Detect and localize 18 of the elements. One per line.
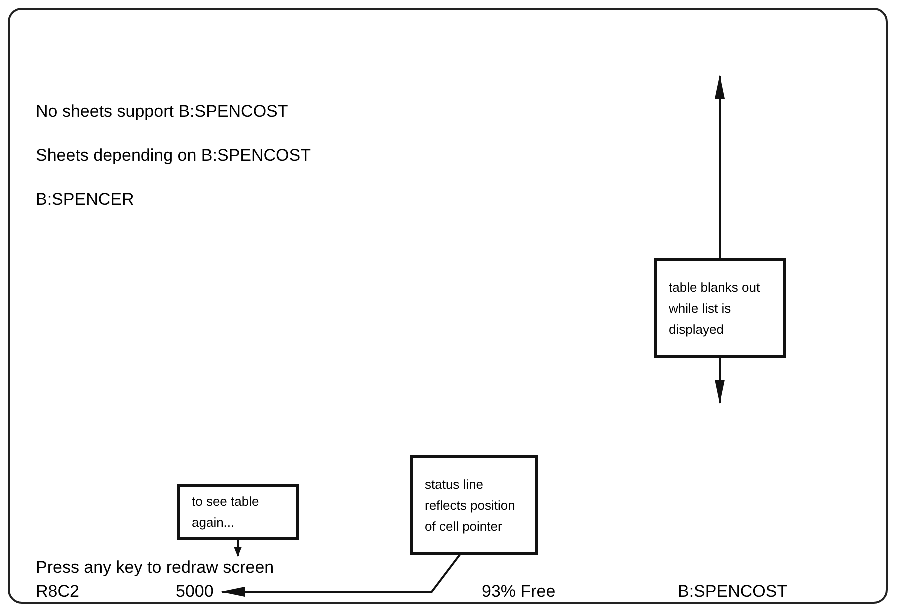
screen-text: B:SPENCER — [36, 190, 134, 210]
status-text: 93% Free — [482, 582, 556, 602]
callout-box — [410, 455, 538, 555]
status-value: 5000 — [176, 582, 220, 602]
callout-box — [177, 484, 299, 540]
arrow — [715, 75, 725, 258]
callout-text: to see table again... — [192, 493, 260, 532]
callout-text: status line reflects position of cell pointer — [425, 476, 516, 536]
screen-text: Sheets depending on B:SPENCOST — [36, 146, 311, 166]
prompt-text: Press any key to redraw screen — [36, 558, 356, 578]
status-text: R8C2 — [36, 582, 80, 602]
arrow — [221, 554, 461, 597]
screen-text: No sheets support B:SPENCOST — [36, 102, 288, 122]
callout-text: table blanks out while list is displayed — [669, 278, 762, 339]
arrow — [234, 540, 242, 557]
callout-box — [654, 258, 786, 358]
arrow — [715, 358, 725, 404]
status-text: B:SPENCOST — [678, 582, 788, 602]
